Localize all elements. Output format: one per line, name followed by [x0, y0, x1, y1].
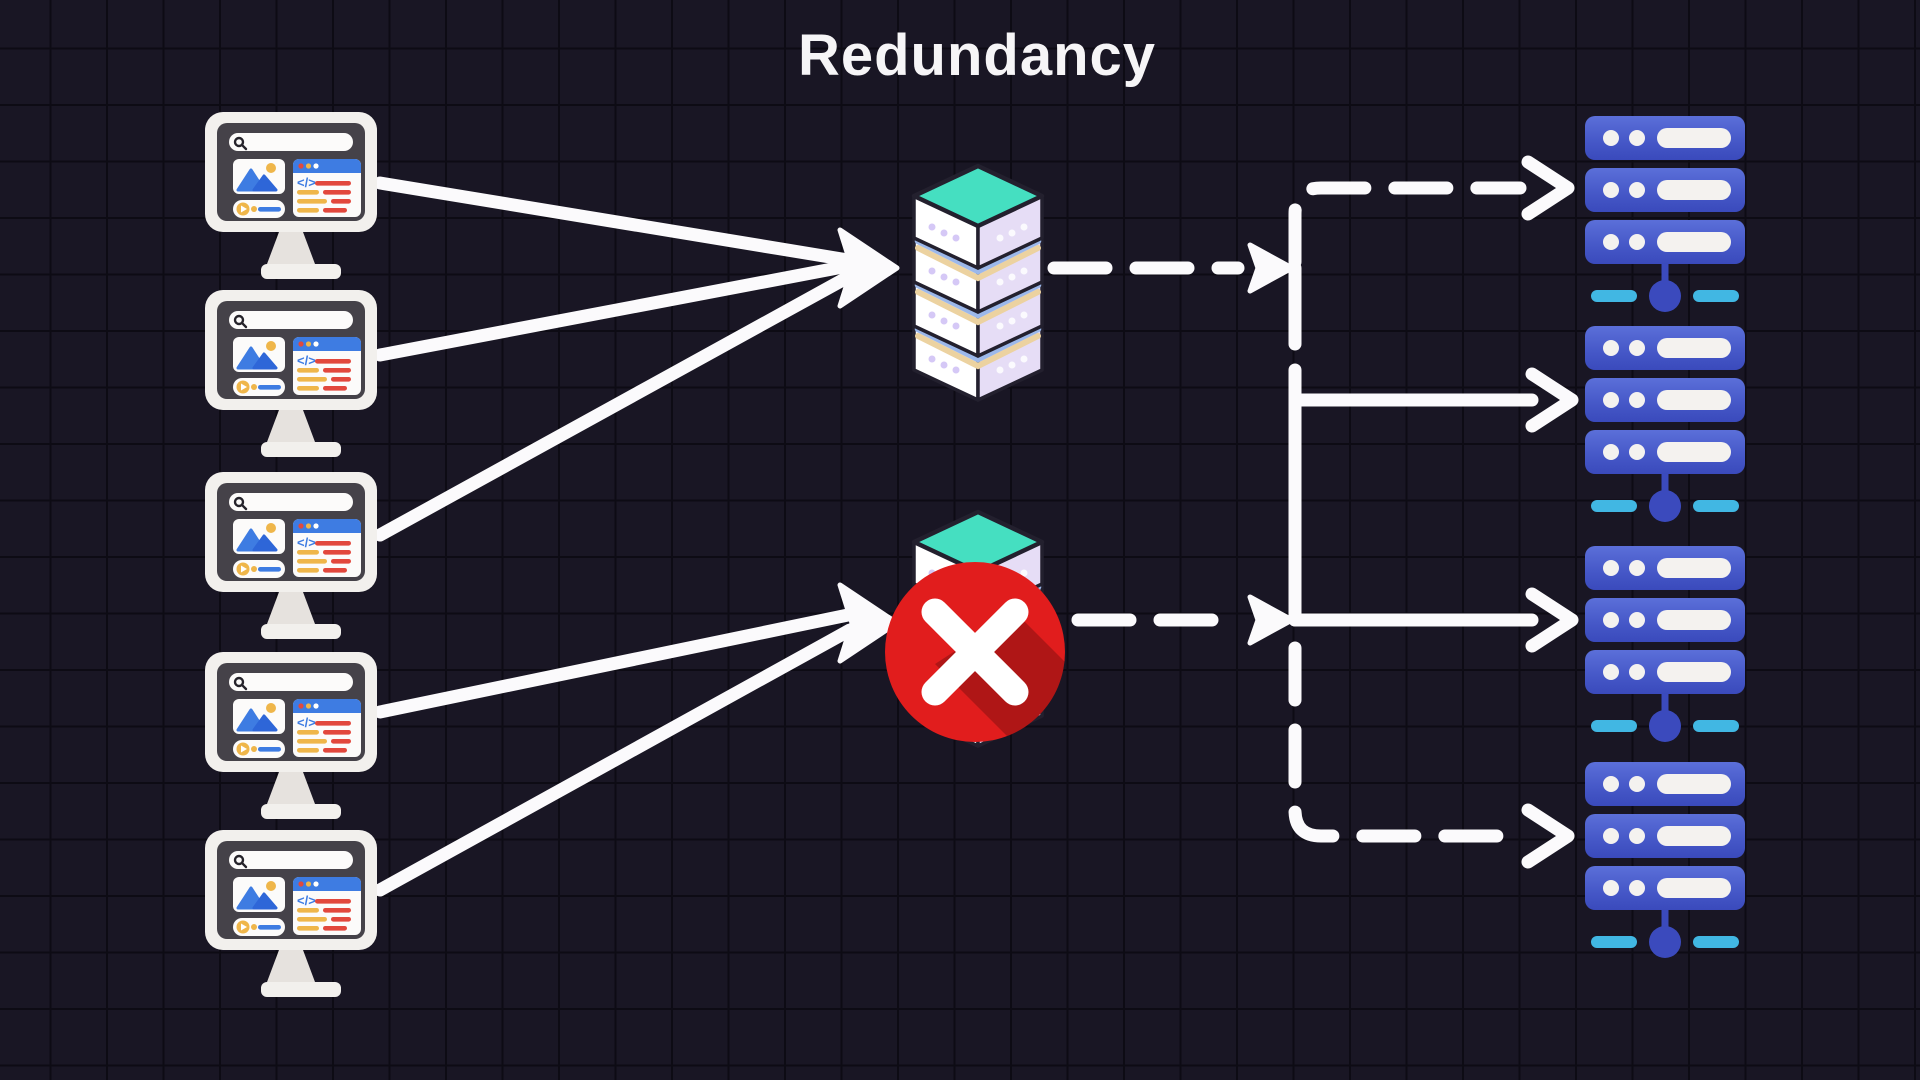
bus-branch-server4: [1288, 641, 1527, 843]
edge-client2-lb1: [373, 259, 855, 362]
client-2: [203, 288, 379, 459]
server-1: [1585, 116, 1745, 312]
distribution-bus: [1047, 155, 1579, 869]
load-balancer-failed: [885, 512, 1065, 777]
arrowhead-into-lb1: [837, 227, 900, 309]
arrowhead-lb2-bus: [1247, 594, 1295, 646]
client-1: [203, 110, 379, 281]
arrowhead-server2: [1525, 367, 1579, 433]
load-balancer-active: [914, 166, 1042, 400]
bus-branch-server1: [1288, 181, 1527, 269]
edge-client4-lb2: [373, 608, 855, 719]
client-connections: [373, 176, 900, 897]
arrowhead-lb1-bus: [1247, 242, 1295, 294]
arrowhead-server4: [1521, 803, 1575, 869]
page-title: Redundancy: [797, 23, 1157, 88]
client-3: [203, 470, 379, 641]
edge-client1-lb1: [373, 176, 855, 267]
edge-client5-lb2: [373, 623, 857, 897]
red-x-failure-icon: [885, 562, 1065, 742]
server-4: [1585, 762, 1745, 958]
client-4: [203, 650, 379, 821]
client-5: [203, 828, 379, 999]
arrowhead-server1: [1521, 155, 1575, 221]
edge-client3-lb1: [373, 269, 857, 542]
server-3: [1585, 546, 1745, 742]
arrowhead-into-lb2: [837, 582, 900, 664]
arrowhead-server3: [1525, 587, 1579, 653]
server-2: [1585, 326, 1745, 522]
